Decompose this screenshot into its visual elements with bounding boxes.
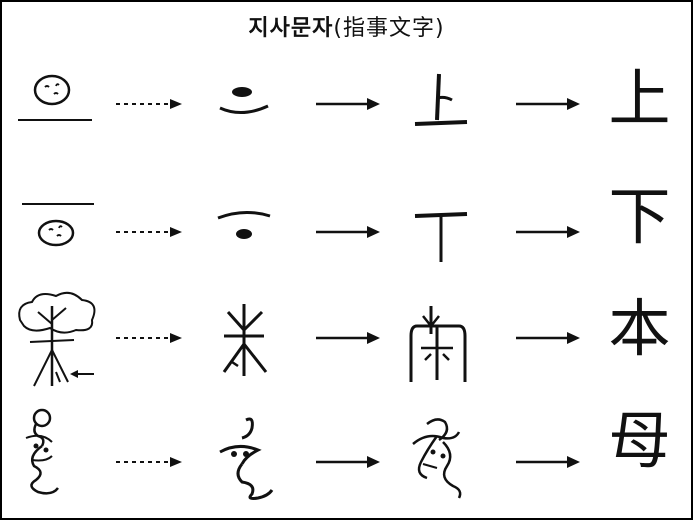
evolution-row-up: 上 — [2, 60, 693, 170]
character-mother: 母 — [608, 404, 671, 477]
solid-arrow — [512, 222, 582, 242]
early-form-down — [202, 178, 302, 288]
title-korean: 지사문자 — [248, 16, 334, 41]
evolution-row-down: 下 — [2, 178, 693, 288]
dashed-arrow — [114, 222, 184, 242]
seal-form-down — [397, 178, 497, 288]
solid-arrow — [312, 94, 382, 114]
character-up: 上 — [608, 62, 671, 135]
early-form-up — [202, 60, 302, 170]
solid-arrow — [312, 222, 382, 242]
character-root: 本 — [608, 292, 671, 365]
early-form-mother — [202, 402, 302, 512]
solid-arrow — [512, 452, 582, 472]
seal-form-mother — [397, 402, 497, 512]
dashed-arrow — [114, 328, 184, 348]
early-form-root — [202, 290, 302, 400]
modern-character-up: 上 — [592, 60, 687, 170]
solid-arrow — [312, 452, 382, 472]
seal-form-root — [397, 290, 497, 400]
pictograph-sun-below-line — [12, 178, 107, 288]
title-hanja: (指事文字) — [333, 16, 445, 41]
solid-arrow — [312, 328, 382, 348]
diagram-title: 지사문자(指事文字) — [2, 10, 691, 42]
evolution-row-root: 本 — [2, 290, 693, 400]
modern-character-mother: 母 — [592, 402, 687, 512]
modern-character-down: 下 — [592, 178, 687, 288]
evolution-row-mother: 母 — [2, 402, 693, 512]
pictograph-kneeling-woman — [12, 402, 107, 512]
modern-character-root: 本 — [592, 290, 687, 400]
character-down: 下 — [608, 180, 671, 253]
solid-arrow — [512, 94, 582, 114]
solid-arrow — [512, 328, 582, 348]
pictograph-tree-with-root — [12, 290, 107, 400]
pictograph-sun-above-line — [12, 60, 107, 170]
dashed-arrow — [114, 94, 184, 114]
seal-form-up — [397, 60, 497, 170]
dashed-arrow — [114, 452, 184, 472]
